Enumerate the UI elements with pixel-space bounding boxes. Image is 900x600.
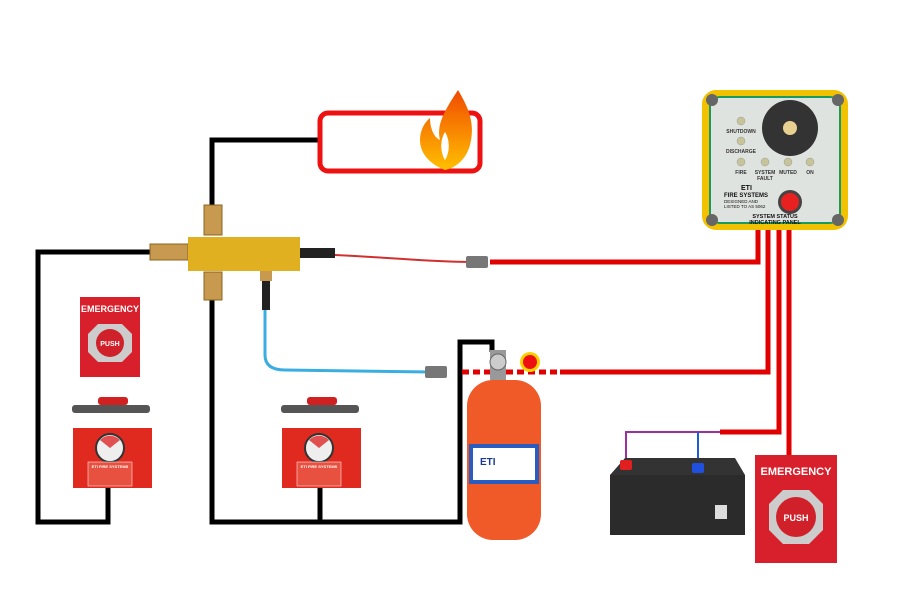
emergency-large-push: PUSH xyxy=(783,513,808,523)
protected-zone xyxy=(317,110,483,174)
panel-brand-sub: FIRE SYSTEMS xyxy=(724,193,768,199)
manifold xyxy=(149,204,335,301)
screw-icon xyxy=(832,94,844,106)
led-label-fire: FIRE xyxy=(735,170,747,176)
detection-hose xyxy=(263,310,431,374)
hose-connector xyxy=(425,366,447,378)
flame-icon xyxy=(420,90,472,170)
led-label-system: SYSTEM xyxy=(755,170,776,176)
negative-terminal xyxy=(692,463,704,473)
screw-icon xyxy=(706,214,718,226)
hose-fitting xyxy=(262,278,270,310)
led-label-on: ON xyxy=(806,170,814,176)
suppression-cylinder: ETI xyxy=(467,350,541,540)
led-label-muted: MUTED xyxy=(779,170,797,176)
screw-icon xyxy=(832,214,844,226)
led-label-discharge: DISCHARGE xyxy=(726,149,757,155)
emergency-button-small[interactable]: EMERGENCY PUSH xyxy=(80,297,140,377)
panel-title-2: INDICATING PANEL xyxy=(749,220,801,226)
manual-actuator-2[interactable]: ETI FIRE SYSTEMS xyxy=(281,397,361,488)
led-label-shutdown: SHUTDOWN xyxy=(726,129,756,135)
manual-actuator-1[interactable]: ETI FIRE SYSTEMS xyxy=(72,397,152,488)
panel-title-1: SYSTEM STATUS xyxy=(752,214,798,220)
actuator-1-label: ETI FIRE SYSTEMS xyxy=(92,464,129,469)
led-label-fault: FAULT xyxy=(757,176,773,182)
positive-terminal xyxy=(620,460,632,470)
emergency-button-large[interactable]: EMERGENCY PUSH xyxy=(755,455,837,563)
panel-designed-2: LISTED TO AS 5062 xyxy=(724,204,766,209)
screw-icon xyxy=(706,94,718,106)
pipework xyxy=(35,137,495,525)
signal-wires xyxy=(462,228,792,455)
panel-designed-1: DESIGNED AND xyxy=(724,199,759,204)
actuator-2-label: ETI FIRE SYSTEMS xyxy=(301,464,338,469)
indicator-leds xyxy=(736,116,815,167)
emergency-small-push: PUSH xyxy=(100,341,119,348)
thin-red-wire xyxy=(334,254,471,263)
emergency-small-title: EMERGENCY xyxy=(81,304,139,314)
battery xyxy=(610,431,745,535)
cylinder-brand: ETI xyxy=(480,457,496,468)
panel-brand: ETI xyxy=(741,185,752,192)
battery-positive-lead xyxy=(625,431,720,460)
panel-mute-button[interactable] xyxy=(781,193,799,211)
status-indicating-panel: SHUTDOWN DISCHARGE FIRE SYSTEM FAULT MUT… xyxy=(702,90,848,230)
wire-connector xyxy=(466,256,488,268)
emergency-large-title: EMERGENCY xyxy=(761,466,833,478)
